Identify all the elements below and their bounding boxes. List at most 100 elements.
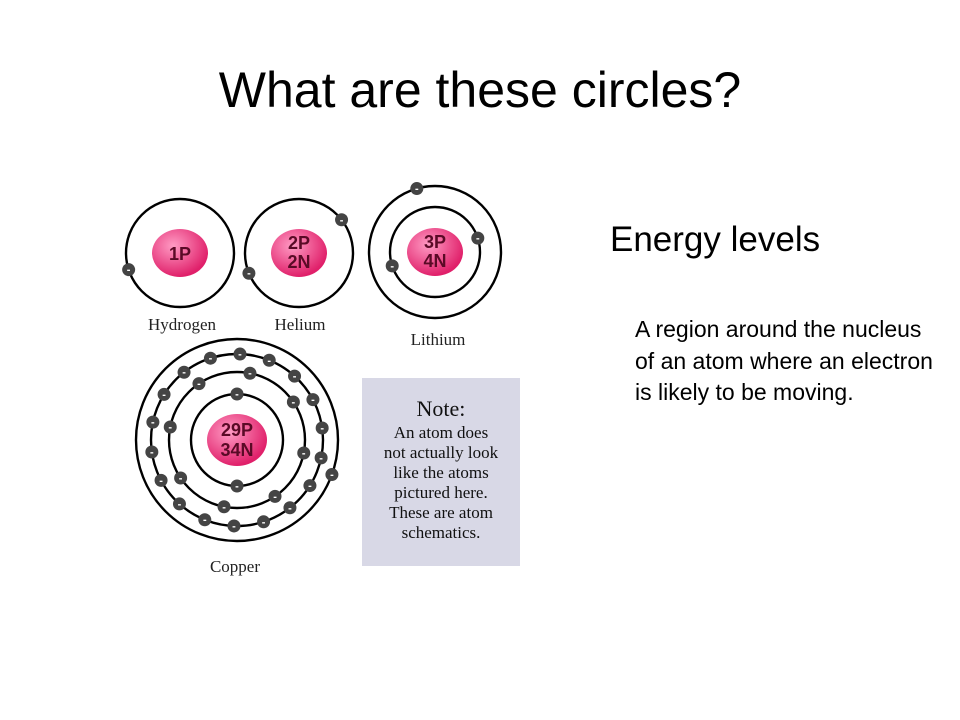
slide-title: What are these circles? bbox=[218, 62, 742, 118]
electron-charge-symbol: - bbox=[238, 349, 242, 361]
electron-icon bbox=[297, 446, 311, 460]
electron-charge-symbol: - bbox=[330, 469, 334, 481]
lithium-atom: 3P 4N --- Lithium bbox=[367, 182, 503, 349]
electron-charge-symbol: - bbox=[209, 353, 213, 365]
electron-charge-symbol: - bbox=[222, 501, 226, 513]
electron-icon bbox=[145, 445, 159, 459]
electron-charge-symbol: - bbox=[293, 371, 297, 383]
energy-levels-heading: Energy levels bbox=[610, 220, 821, 259]
electron-charge-symbol: - bbox=[476, 233, 480, 245]
electron-charge-symbol: - bbox=[311, 394, 315, 406]
electron-icon bbox=[410, 182, 424, 196]
electron-icon bbox=[315, 421, 329, 435]
electron-icon bbox=[154, 473, 168, 487]
electron-icon bbox=[303, 479, 317, 493]
note-line: pictured here. bbox=[394, 483, 487, 502]
electron-icon bbox=[262, 353, 276, 367]
note-box: Note: An atom does not actually look lik… bbox=[362, 378, 520, 566]
note-line: like the atoms bbox=[393, 463, 488, 482]
electron-icon bbox=[242, 266, 256, 280]
electron-charge-symbol: - bbox=[178, 498, 182, 510]
copper-nucleus-neutrons: 34N bbox=[220, 440, 253, 460]
electron-icon bbox=[233, 347, 247, 361]
electron-charge-symbol: - bbox=[390, 260, 394, 272]
helium-nucleus-protons: 2P bbox=[288, 233, 310, 253]
lithium-shell-2 bbox=[367, 184, 503, 320]
electron-charge-symbol: - bbox=[151, 417, 155, 429]
note-line: schematics. bbox=[402, 523, 481, 542]
electron-charge-symbol: - bbox=[235, 389, 239, 401]
electron-charge-symbol: - bbox=[340, 214, 344, 226]
electron-charge-symbol: - bbox=[248, 368, 252, 380]
atom-schematics-svg: 1P - Hydrogen 2P 2N -- Helium 3P 4N --- … bbox=[122, 182, 520, 576]
hydrogen-nucleus bbox=[152, 229, 208, 277]
electron-charge-symbol: - bbox=[267, 355, 271, 367]
electron-icon bbox=[288, 369, 302, 383]
energy-levels-definition: A region around the nucleus of an atom w… bbox=[635, 316, 933, 405]
hydrogen-nucleus-label: 1P bbox=[169, 244, 191, 264]
electron-icon bbox=[174, 471, 188, 485]
electron-charge-symbol: - bbox=[302, 447, 306, 459]
electron-icon bbox=[268, 489, 282, 503]
electron-charge-symbol: - bbox=[320, 423, 324, 435]
electron-icon bbox=[163, 420, 177, 434]
electron-charge-symbol: - bbox=[179, 473, 183, 485]
note-background bbox=[362, 378, 520, 566]
electron-icon bbox=[146, 415, 160, 429]
lithium-nucleus-neutrons: 4N bbox=[423, 251, 446, 271]
electron-icon bbox=[122, 263, 136, 277]
copper-nucleus-protons: 29P bbox=[221, 420, 253, 440]
electron-icon bbox=[217, 500, 231, 514]
electron-icon bbox=[306, 393, 320, 407]
atom-schematics-figure: 1P - Hydrogen 2P 2N -- Helium 3P 4N --- … bbox=[112, 180, 532, 585]
electron-icon bbox=[227, 519, 241, 533]
electron-charge-symbol: - bbox=[159, 475, 163, 487]
lithium-nucleus-protons: 3P bbox=[424, 232, 446, 252]
copper-nucleus bbox=[207, 414, 267, 466]
hydrogen-label: Hydrogen bbox=[148, 315, 216, 334]
copper-atom: 29P 34N ----------------------------- Co… bbox=[134, 337, 340, 576]
electron-icon bbox=[385, 259, 399, 273]
lithium-nucleus bbox=[407, 228, 463, 276]
electron-charge-symbol: - bbox=[197, 378, 201, 390]
electron-icon bbox=[335, 213, 349, 227]
electron-icon bbox=[325, 468, 339, 482]
lithium-shell-1 bbox=[388, 205, 482, 299]
electron-charge-symbol: - bbox=[232, 520, 236, 532]
helium-label: Helium bbox=[275, 315, 326, 334]
helium-shell-1 bbox=[243, 197, 355, 309]
electron-icon bbox=[230, 479, 244, 493]
electron-charge-symbol: - bbox=[247, 268, 251, 280]
electron-icon bbox=[257, 515, 271, 529]
electron-icon bbox=[203, 351, 217, 365]
electron-charge-symbol: - bbox=[182, 367, 186, 379]
electron-icon bbox=[314, 451, 328, 465]
electron-icon bbox=[471, 231, 485, 245]
copper-shell-4 bbox=[134, 337, 340, 543]
copper-shell-2 bbox=[167, 370, 307, 510]
electron-charge-symbol: - bbox=[292, 396, 296, 408]
helium-nucleus-neutrons: 2N bbox=[287, 252, 310, 272]
electron-charge-symbol: - bbox=[235, 481, 239, 493]
electron-charge-symbol: - bbox=[168, 422, 172, 434]
electron-charge-symbol: - bbox=[415, 183, 419, 195]
electron-icon bbox=[198, 513, 212, 527]
electron-charge-symbol: - bbox=[127, 264, 131, 276]
hydrogen-atom: 1P - Hydrogen bbox=[122, 197, 236, 334]
hydrogen-shell-1 bbox=[124, 197, 236, 309]
note-line: These are atom bbox=[389, 503, 493, 522]
helium-nucleus bbox=[271, 229, 327, 277]
electron-icon bbox=[283, 501, 297, 515]
note-heading: Note: bbox=[417, 396, 466, 421]
note-line: not actually look bbox=[384, 443, 499, 462]
electron-icon bbox=[286, 395, 300, 409]
electron-charge-symbol: - bbox=[203, 514, 207, 526]
electron-charge-symbol: - bbox=[262, 516, 266, 528]
helium-atom: 2P 2N - - Helium bbox=[242, 197, 355, 334]
electron-icon bbox=[157, 387, 171, 401]
electron-icon bbox=[192, 377, 206, 391]
electron-charge-symbol: - bbox=[150, 446, 154, 458]
electron-charge-symbol: - bbox=[288, 502, 292, 514]
electron-charge-symbol: - bbox=[319, 452, 323, 464]
electron-icon bbox=[177, 365, 191, 379]
